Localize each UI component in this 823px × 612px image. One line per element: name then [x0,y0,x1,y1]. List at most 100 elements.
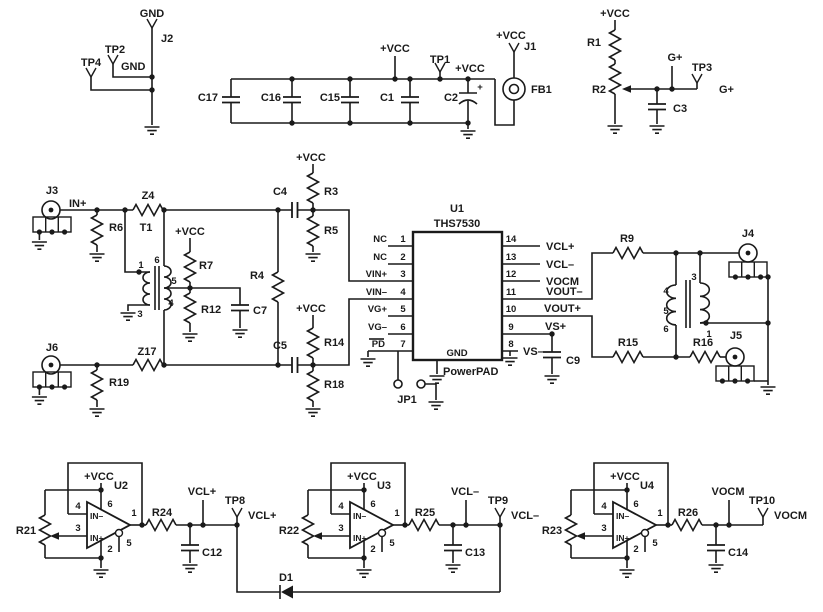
u1-pin7-num: 7 [400,339,405,350]
supply-input: +VCC J1 FB1 [494,30,552,126]
r6-label: R6 [109,222,123,234]
u1-pin8-name: VS– [523,346,544,358]
wiper-arrow-icon [313,532,322,540]
t1-transformer: T1 1 3 6 5 4 +VCC R7 R12 C7 R4 [119,207,285,368]
u1-pin5-name: VG+ [368,304,388,315]
j4-label: J4 [742,228,755,240]
u1-pin6-num: 6 [400,322,405,333]
powerpad-label: PowerPAD [443,366,498,378]
u1-pin10-num: 10 [506,304,517,315]
r26-label: R26 [678,507,698,519]
vocm-right-label: VOCM [774,510,807,522]
wiper-arrow-icon [50,532,59,540]
vcc-u3-label: +VCC [347,471,377,483]
c15-label: C15 [320,92,340,104]
pin5-bubble-icon [114,528,124,538]
u1-ref-label: U1 [450,203,464,215]
u3-pin4-num: 4 [338,501,344,512]
u4-pin2-num: 2 [633,544,638,555]
u1-pin14-num: 14 [506,234,517,245]
r5-label: R5 [324,225,338,237]
jumper-post-icon [393,379,403,389]
u3-ref-label: U3 [377,480,391,492]
buffer-u3: R22 +VCC U3 4 6 3 IN– IN+ 2 5 1 R25 C13 … [279,462,539,579]
gain-reference: +VCC R1 R2 C3 G+ TP3 G+ [587,8,734,134]
tp8-label: TP8 [225,495,245,507]
jp1-label: JP1 [397,394,417,406]
u3-pin6-num: 6 [370,499,375,510]
t1-pin4-label: 4 [168,298,174,309]
r23-label: R23 [542,525,562,537]
c13-label: C13 [465,547,485,559]
wiper-arrow-icon [576,532,585,540]
buffer-u2: R21 +VCC U2 4 6 3 IN– IN+ 2 5 1 R24 C12 … [16,462,276,579]
u1-pin11-name: VOUT– [546,286,583,298]
u1-pin8-num: 8 [508,339,513,350]
tp4-label: TP4 [81,57,102,69]
vcln-top-label: VCL– [451,486,479,498]
t2-pin4-label: 4 [663,286,669,297]
c4-label: C4 [273,186,288,198]
d1-label: D1 [279,572,293,584]
vcln-right-label: VCL– [511,510,539,522]
u1-pin3-name: VIN+ [366,269,388,280]
c2-label: C2 [444,92,458,104]
vcc-r14-label: +VCC [296,303,326,315]
decoupling-bank: C17 C16 C15 C1 +VCC TP1 +VCC + C2 [198,43,495,139]
core-icon [685,280,691,328]
u1-pin5-num: 5 [400,304,406,315]
u2-pin6-num: 6 [107,499,112,510]
opamp-icon [349,500,395,550]
r12-label: R12 [201,304,221,316]
c2-plus-label: + [477,82,483,93]
r4-label: R4 [250,270,265,282]
u3-pin3-num: 3 [338,523,343,534]
t1-pin5-label: 5 [171,276,177,287]
u1-pin1-num: 1 [400,234,406,245]
j6-label: J6 [46,342,58,354]
r1-label: R1 [587,37,601,49]
u4-pin1-num: 1 [657,508,663,519]
u1-pin11-num: 11 [506,287,517,298]
u1-pin9-name: VS+ [545,321,566,333]
tp3-label: TP3 [692,62,712,74]
in-plus-net-label: IN+ [69,198,86,210]
u1-pin12-num: 12 [506,269,517,280]
j3-label: J3 [46,185,58,197]
buffer-u4: R23 +VCC U4 4 6 3 IN– IN+ 2 5 1 R26 C14 … [542,462,807,579]
j5-label: J5 [730,330,742,342]
tp2-gnd-label: GND [121,61,146,73]
u1-pin2-name: NC [373,252,387,263]
u2-pin2-num: 2 [107,544,112,555]
z17-label: Z17 [138,346,157,358]
r3-label: R3 [324,186,338,198]
j1-label: J1 [524,41,536,53]
output-network: R9 J4 4 5 6 3 1 R15 R16 J5 [612,228,777,396]
u1-pin7-name: PD [372,339,385,350]
input-negative: J6 R19 Z17 [31,342,278,418]
tp1-label: TP1 [430,54,450,66]
u2-pin4-num: 4 [75,501,81,512]
t2-pin1-label: 1 [706,329,712,340]
u4-pin6-num: 6 [633,499,638,510]
vclp-top-label: VCL+ [188,486,216,498]
u4-pin4-num: 4 [601,501,607,512]
fb1-label: FB1 [531,84,552,96]
diode-icon [281,585,293,599]
gnd-net-label: GND [140,8,165,20]
vcc-r3-label: +VCC [296,152,326,164]
vin-plus-network: C4 +VCC R3 R5 [273,152,413,282]
t2-pin5-label: 5 [663,306,669,317]
u1-pin3-num: 3 [400,269,405,280]
u1-pin4-num: 4 [400,287,406,298]
vclp-right-label: VCL+ [248,510,276,522]
u2-ref-label: U2 [114,480,128,492]
u3-inn-label: IN– [353,511,367,521]
vcc-j1-label: +VCC [496,30,526,42]
t1-pin6-label: 6 [154,255,159,266]
vocm-top-label: VOCM [712,486,745,498]
c14-label: C14 [728,547,749,559]
u2-pin3-num: 3 [75,523,80,534]
r7-label: R7 [199,260,213,272]
